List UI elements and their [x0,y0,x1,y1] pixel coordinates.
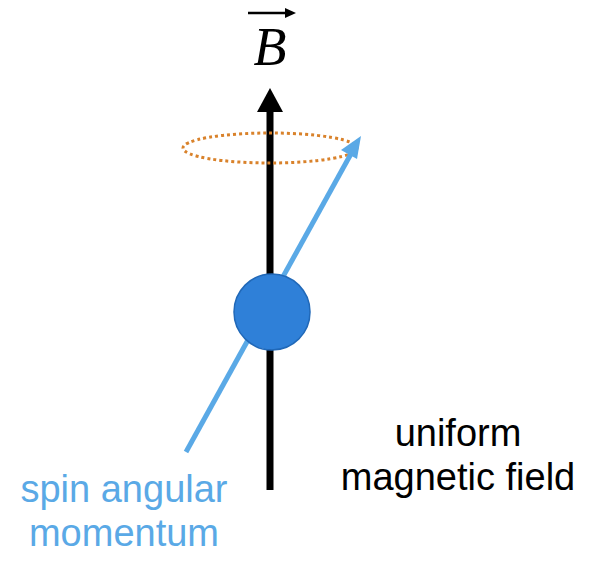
particle [234,274,310,350]
field-symbol: B [230,16,310,78]
field-arrow-head [257,88,283,112]
vector-overarrow-head [285,8,296,18]
vector-overarrow [248,12,288,15]
spin-label: spin angular momentum [4,468,244,555]
precession-path [183,133,357,163]
field-label: uniform magnetic field [328,412,588,499]
spin-arrow-head [341,136,361,159]
spin-arrow [186,152,352,452]
